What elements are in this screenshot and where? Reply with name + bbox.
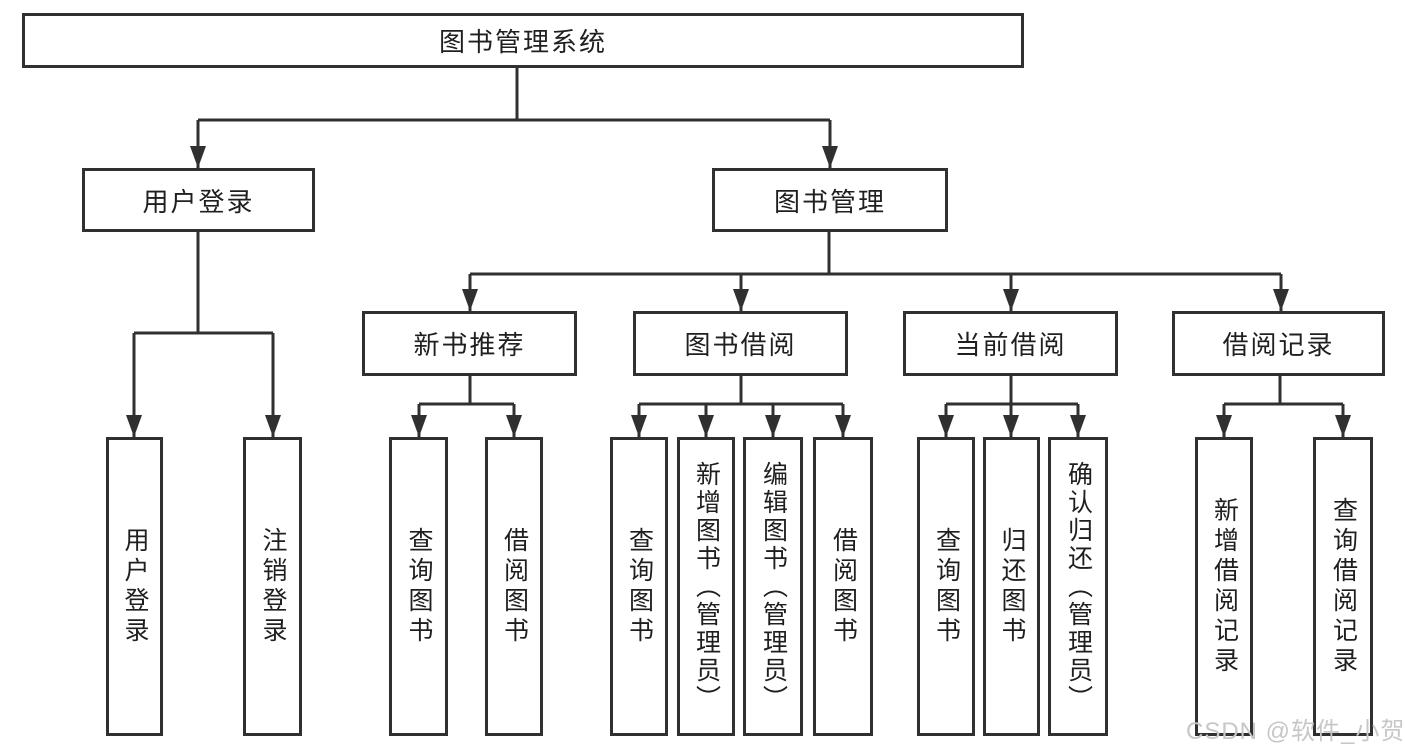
csdn-watermark: CSDN @软件_小贺同学 bbox=[1186, 718, 1405, 745]
node-book-borrow-label: 图书借阅 bbox=[684, 330, 797, 360]
leaf-edit-book-admin: 编辑图书（管理员） bbox=[743, 437, 803, 736]
node-current-borrow: 当前借阅 bbox=[903, 311, 1118, 376]
node-book-management: 图书管理 bbox=[712, 168, 948, 232]
leaf-add-book-admin: 新增图书（管理员） bbox=[677, 437, 735, 736]
leaf-query-borrow-record-label: 查询借阅记录 bbox=[1329, 496, 1358, 677]
node-root-system-label: 图书管理系统 bbox=[438, 27, 607, 57]
leaf-current-query-books: 查询图书 bbox=[917, 437, 975, 736]
leaf-add-borrow-record: 新增借阅记录 bbox=[1195, 437, 1253, 736]
leaf-query-borrow-record: 查询借阅记录 bbox=[1313, 437, 1373, 736]
node-book-borrow: 图书借阅 bbox=[633, 311, 848, 376]
node-root-system: 图书管理系统 bbox=[22, 13, 1024, 68]
node-new-book-recommend-label: 新书推荐 bbox=[413, 330, 526, 360]
leaf-current-query-books-label: 查询图书 bbox=[932, 526, 961, 647]
leaf-user-login-label: 用户登录 bbox=[121, 526, 149, 647]
leaf-borrow-book: 借阅图书 bbox=[813, 437, 873, 736]
leaf-return-book: 归还图书 bbox=[983, 437, 1040, 736]
leaf-user-login: 用户登录 bbox=[106, 437, 163, 736]
leaf-borrow-query-books-label: 查询图书 bbox=[625, 526, 654, 647]
node-book-management-label: 图书管理 bbox=[773, 186, 886, 217]
leaf-recommend-borrow-books-label: 借阅图书 bbox=[500, 526, 529, 647]
leaf-recommend-query-books-label: 查询图书 bbox=[405, 526, 433, 647]
node-new-book-recommend: 新书推荐 bbox=[362, 311, 577, 376]
leaf-confirm-return-admin: 确认归还（管理员） bbox=[1048, 437, 1108, 736]
node-current-borrow-label: 当前借阅 bbox=[954, 330, 1067, 360]
leaf-borrow-query-books: 查询图书 bbox=[610, 437, 668, 736]
leaf-borrow-book-label: 借阅图书 bbox=[829, 526, 858, 647]
leaf-add-borrow-record-label: 新增借阅记录 bbox=[1210, 496, 1239, 677]
leaf-return-book-label: 归还图书 bbox=[998, 526, 1026, 647]
node-user-login: 用户登录 bbox=[82, 168, 315, 232]
leaf-recommend-query-books: 查询图书 bbox=[389, 437, 448, 736]
leaf-edit-book-admin-label: 编辑图书（管理员） bbox=[759, 460, 788, 713]
node-user-login-label: 用户登录 bbox=[142, 186, 255, 217]
leaf-logout-label: 注销登录 bbox=[259, 526, 287, 647]
node-borrow-record: 借阅记录 bbox=[1172, 311, 1385, 376]
leaf-confirm-return-admin-label: 确认归还（管理员） bbox=[1064, 460, 1093, 713]
leaf-logout: 注销登录 bbox=[243, 437, 302, 736]
leaf-recommend-borrow-books: 借阅图书 bbox=[485, 437, 543, 736]
leaf-add-book-admin-label: 新增图书（管理员） bbox=[692, 460, 721, 713]
node-borrow-record-label: 借阅记录 bbox=[1222, 330, 1335, 360]
connector-group bbox=[126, 68, 1351, 437]
